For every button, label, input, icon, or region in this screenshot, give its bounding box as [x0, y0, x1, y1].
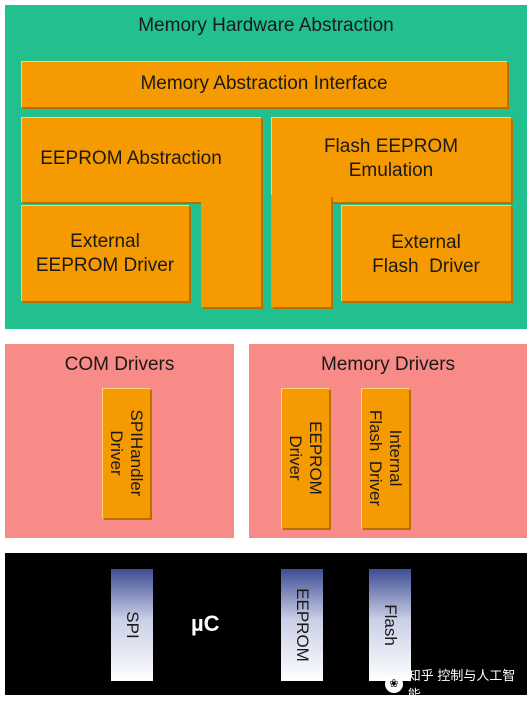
eeprom-abstraction-box — [21, 117, 261, 202]
memory-hardware-abstraction-title: Memory Hardware Abstraction — [138, 15, 394, 36]
memory-drivers-layer: Memory Drivers EEPROM Driver Internal Fl… — [249, 344, 527, 538]
memory-abstraction-interface-box: Memory Abstraction Interface — [21, 61, 507, 107]
flash-hardware-box: Flash — [369, 569, 411, 681]
eeprom-abstraction-stem — [201, 195, 261, 307]
eeprom-hardware-box: EEPROM — [281, 569, 323, 681]
external-flash-driver-label: External Flash Driver — [372, 232, 480, 277]
spi-handler-driver-box: SPIHandler Driver — [102, 388, 150, 518]
com-drivers-title: COM Drivers — [64, 354, 175, 375]
spi-hardware-box: SPI — [111, 569, 153, 681]
flash-hardware-label: Flash — [381, 604, 400, 646]
watermark-icon: ❀ — [385, 675, 403, 693]
flash-eeprom-emulation-box — [271, 117, 511, 202]
external-flash-driver-box: External Flash Driver — [341, 205, 511, 301]
external-eeprom-driver-box: External EEPROM Driver — [21, 205, 189, 301]
microcontroller-label: µC — [191, 611, 220, 636]
watermark-text: 知乎 控制与人工智能 — [407, 668, 516, 702]
microcontroller-layer: SPI µC EEPROM Flash ❀ 知乎 控制与人工智能 — [5, 553, 527, 702]
memory-drivers-title: Memory Drivers — [320, 354, 456, 375]
internal-flash-driver-label: Internal Flash Driver — [366, 409, 405, 507]
eeprom-driver-box: EEPROM Driver — [281, 388, 329, 528]
eeprom-driver-label: EEPROM Driver — [286, 421, 325, 495]
com-drivers-layer: COM Drivers SPIHandler Driver — [5, 344, 234, 538]
external-eeprom-driver-label: External EEPROM Driver — [35, 231, 175, 276]
eeprom-abstraction-label: EEPROM Abstraction — [40, 148, 222, 169]
memory-hardware-abstraction-layer: Memory Hardware Abstraction Memory Abstr… — [5, 5, 527, 329]
internal-flash-driver-box: Internal Flash Driver — [361, 388, 409, 528]
spi-handler-driver-label: SPIHandler Driver — [107, 409, 146, 497]
watermark: ❀ 知乎 控制与人工智能 — [385, 665, 527, 703]
spi-hardware-label: SPI — [123, 611, 142, 639]
flash-eeprom-emulation-stem — [271, 195, 331, 307]
eeprom-hardware-label: EEPROM — [293, 588, 312, 662]
flash-eeprom-emulation-label: Flash EEPROM Emulation — [323, 136, 459, 181]
memory-abstraction-interface-label: Memory Abstraction Interface — [140, 73, 388, 94]
